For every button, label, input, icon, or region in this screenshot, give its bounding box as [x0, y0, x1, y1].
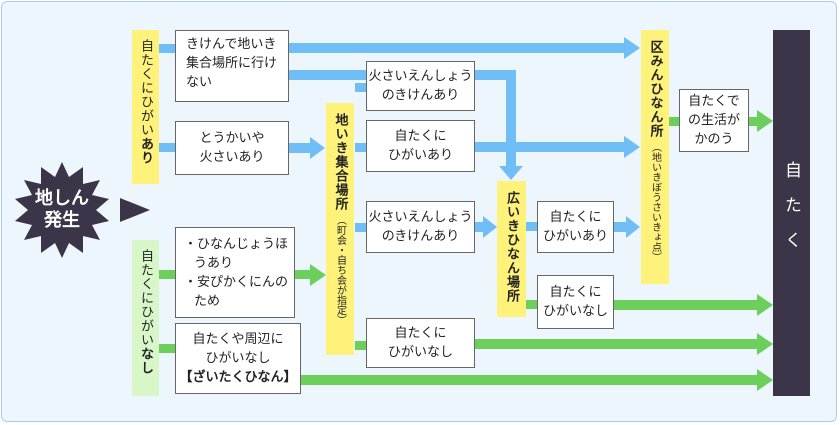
wide-area-shelter: 広いきひなん場所	[497, 181, 526, 317]
green-arrow-no-to-need	[159, 270, 175, 279]
blue-arrow-fire-mid-to-wide	[474, 222, 484, 232]
gathering-place: 地いき集合場所 （町会・自ち会が指定）	[326, 103, 354, 355]
home-target: 自たく	[773, 30, 810, 396]
green-arrow-nodamage-mid-to-home-head	[757, 333, 773, 355]
starburst-icon	[15, 162, 109, 258]
nodamage-mid-line1: 自たくに	[394, 326, 447, 341]
green-arrow-nodamage-mid-to-home	[474, 339, 758, 349]
green-arrow-need-to-gathering-head	[310, 264, 326, 286]
canlive-line1: 自たくで	[688, 94, 740, 109]
blue-arrow-gathering-to-fire-mid	[355, 223, 367, 232]
nodamage-mid-line2: ひがいなし	[387, 345, 453, 360]
blue-arrow-home-mid-to-ward-head	[624, 136, 640, 158]
branch-yes-bold: あり	[138, 137, 153, 165]
green-arrow-stay-to-home-head	[757, 369, 773, 391]
blue-arrows	[159, 37, 640, 238]
ward-shelter: 区みんひなん所 （地いきぼうさいきょ点）	[641, 30, 669, 284]
ward-label: 区みんひなん所	[647, 40, 663, 138]
box-home-nodamage-mid: 自たくに ひがいなし	[366, 318, 475, 368]
need-bullet1: ・ひなんじょうほうあり	[184, 237, 289, 271]
ward-sub: （地いきぼうさいきょ点）	[649, 142, 661, 262]
branch-damage-yes: 自たくにひがいあり	[132, 30, 159, 184]
blue-arrow-gathering-to-home-mid	[355, 143, 367, 152]
green-arrow-ward-to-canlive	[669, 117, 679, 126]
green-arrow-need-to-gathering	[294, 270, 310, 279]
canlive-line2: の生活が	[687, 113, 740, 128]
blue-arrow-wide-to-home-right	[526, 222, 538, 231]
box-need-shelter: ・ひなんじょうほうあり ・安ぴかくにんのため	[175, 227, 295, 318]
green-arrow-nodamage-right-to-home-head	[757, 294, 773, 316]
fire-top-line1: 火さいえんしょう	[368, 69, 473, 84]
blue-arrow-tsunami-to-gathering-head	[310, 137, 325, 159]
blue-arrow-tsunami-to-gathering	[288, 143, 310, 153]
stay-line1: 自たくや周辺に	[192, 332, 284, 347]
canlive-line3: かのう	[694, 132, 734, 147]
home-mid-line1: 自たくに	[394, 129, 447, 144]
blue-arrow-danger-to-ward-head	[624, 37, 640, 59]
stay-line2: ひがいなし	[205, 351, 271, 366]
green-arrow-canlive-to-home-head	[757, 110, 773, 132]
blue-arrow-home-mid-to-ward	[474, 142, 625, 152]
home-mid-line2: ひがいあり	[387, 148, 453, 163]
green-arrow-nodamage-right-to-home	[613, 300, 758, 310]
need-bullet2: ・安ぴかくにんのため	[184, 275, 289, 309]
green-arrow-stay-to-home	[300, 375, 758, 385]
box-fire-risk-mid: 火さいえんしょう のきけんあり	[366, 201, 475, 253]
danger-line3: ない	[186, 75, 213, 90]
gathering-sub: （町会・自ち会が指定）	[334, 215, 346, 325]
box-can-live: 自たくで の生活が かのう	[679, 89, 749, 152]
home-right-line2: ひがいあり	[542, 229, 608, 244]
branch-damage-no: 自たくにひがいなし	[132, 240, 159, 396]
box-stay-home: 自たくや周辺に ひがいなし 【ざいたくひなん】	[175, 323, 301, 394]
green-arrows	[159, 110, 773, 391]
blue-arrow-danger-to-ward	[288, 43, 625, 53]
blue-arrow-yes-to-danger	[159, 44, 175, 53]
branch-no-label: 自たくにひがい	[138, 249, 153, 347]
green-arrow-no-to-stay	[159, 344, 175, 353]
home-label: 自たく	[781, 160, 801, 266]
box-tsunami-fire: とうかいや 火さいあり	[175, 121, 289, 175]
blue-arrow-gathering-to-fire-top	[355, 83, 367, 92]
start-label-line2: 発生	[44, 210, 80, 231]
branch-yes-label: 自たくにひがい	[138, 39, 153, 137]
fire-mid-line1: 火さいえんしょう	[368, 210, 473, 225]
fire-top-line2: のきけんあり	[381, 88, 460, 103]
earthquake-start: 地しん 発生	[12, 160, 112, 260]
blue-arrow-danger-to-wide-head	[499, 166, 523, 180]
stay-line3: 【ざいたくひなん】	[179, 370, 297, 385]
blue-arrow-fire-mid-to-wide-head	[483, 216, 497, 238]
danger-line1: きけんで地いき	[186, 37, 277, 52]
box-home-damage-right: 自たくに ひがいあり	[537, 201, 614, 253]
start-label-line1: 地しん	[35, 188, 89, 209]
tsunami-line2: 火さいあり	[199, 150, 265, 165]
green-arrow-canlive-to-home	[748, 117, 758, 126]
start-arrow	[120, 198, 150, 222]
home-right-line1: 自たくに	[549, 210, 602, 225]
tsunami-line1: とうかいや	[199, 131, 265, 146]
nodamage-right-line1: 自たくに	[549, 285, 602, 300]
box-home-damage-mid: 自たくに ひがいあり	[366, 120, 475, 172]
branch-no-bold: なし	[138, 347, 153, 375]
box-home-nodamage-right: 自たくに ひがいなし	[537, 275, 614, 329]
blue-arrow-yes-to-tsunami	[159, 143, 175, 152]
nodamage-right-line2: ひがいなし	[542, 304, 608, 319]
fire-mid-line2: のきけんあり	[381, 229, 460, 244]
blue-arrow-home-right-to-ward-head	[626, 216, 640, 238]
danger-line2: 集合場所に行け	[186, 56, 278, 71]
gathering-label: 地いき集合場所	[332, 113, 348, 211]
wide-area-label: 広いきひなん場所	[504, 191, 519, 303]
blue-arrow-home-right-to-ward	[613, 222, 627, 232]
green-arrow-gathering-to-nodamage-mid	[355, 341, 367, 350]
blue-arrow-danger-to-wide-v	[506, 70, 516, 168]
green-arrow-wide-to-nodamage-right	[526, 300, 538, 309]
box-danger-gathering: きけんで地いき 集合場所に行け ない	[175, 30, 289, 102]
box-fire-risk-top: 火さいえんしょう のきけんあり	[366, 61, 475, 111]
